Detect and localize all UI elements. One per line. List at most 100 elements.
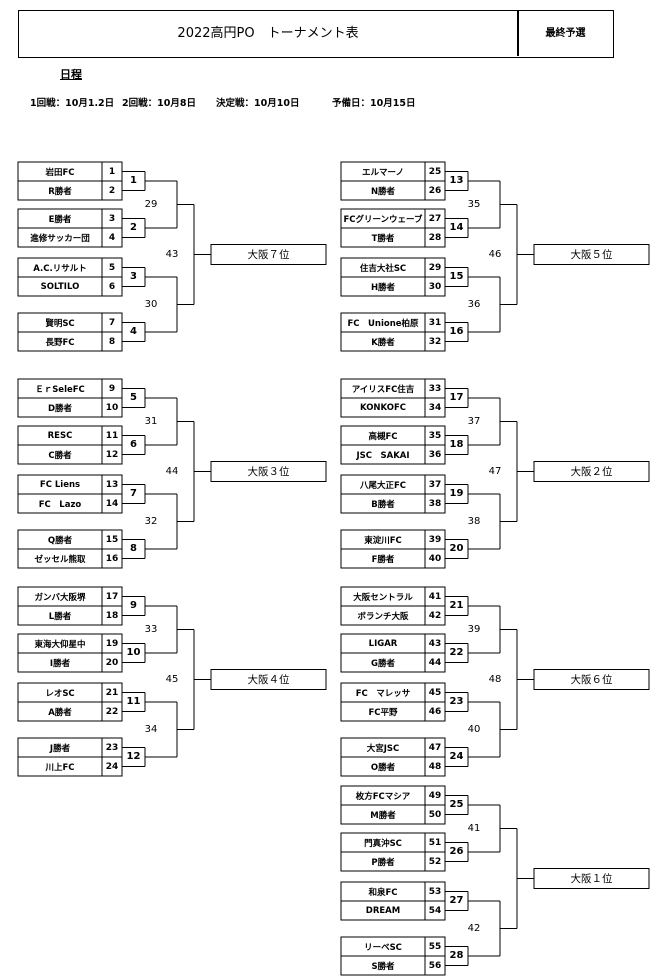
seed-number: 41: [428, 591, 442, 602]
schedule-reserve: 予備日：10月15日: [332, 98, 416, 109]
round1-match-number: 11: [124, 694, 143, 709]
team-name: RESC: [47, 430, 73, 441]
schedule-round2: 2回戦：10月8日: [122, 98, 196, 109]
team-name: FC マレッサ: [355, 688, 411, 699]
final-match-number: 47: [488, 465, 502, 477]
seed-number: 25: [428, 166, 442, 177]
round1-match-number: 17: [447, 390, 466, 405]
seed-number: 18: [105, 610, 119, 621]
seed-number: 26: [428, 185, 442, 196]
seed-number: 54: [428, 905, 442, 916]
round1-match-number: 7: [124, 486, 143, 501]
seed-number: 7: [108, 317, 116, 328]
seed-number: 17: [105, 591, 119, 602]
seed-number: 46: [428, 706, 442, 717]
seed-number: 4: [108, 232, 116, 243]
team-name: レオSC: [45, 688, 75, 699]
seed-number: 5: [108, 262, 116, 273]
team-name: O勝者: [370, 762, 396, 773]
team-name: 高槻FC: [368, 431, 398, 442]
seed-number: 43: [428, 638, 442, 649]
team-name: 岩田FC: [45, 167, 75, 178]
seed-number: 45: [428, 687, 442, 698]
team-name: FC Lazo: [38, 499, 82, 510]
qualification-label: 大阪２位: [570, 466, 613, 478]
round2-match-number: 41: [467, 822, 481, 834]
seed-number: 49: [428, 790, 442, 801]
team-name: 賢明SC: [45, 318, 75, 329]
seed-number: 23: [105, 742, 119, 753]
seed-number: 29: [428, 262, 442, 273]
seed-number: 30: [428, 281, 442, 292]
round1-match-number: 10: [124, 645, 143, 660]
team-name: M勝者: [370, 810, 396, 821]
team-name: 東淀川FC: [364, 535, 402, 546]
team-name: 長野FC: [45, 337, 75, 348]
team-name: SOLTILO: [40, 281, 80, 292]
team-name: FC Unione柏原: [347, 318, 419, 329]
round1-match-number: 14: [447, 220, 466, 235]
seed-number: 53: [428, 886, 442, 897]
round1-match-number: 3: [124, 269, 143, 284]
seed-number: 34: [428, 402, 442, 413]
team-name: G勝者: [371, 658, 395, 669]
round2-match-number: 33: [144, 623, 158, 635]
final-match-number: 46: [488, 248, 502, 260]
team-name: 川上FC: [45, 762, 75, 773]
round2-match-number: 42: [467, 922, 481, 934]
seed-number: 10: [105, 402, 119, 413]
team-name: ガンバ大阪堺: [34, 592, 86, 603]
team-name: L勝者: [48, 611, 72, 622]
round2-match-number: 40: [467, 723, 481, 735]
seed-number: 14: [105, 498, 119, 509]
team-name: K勝者: [371, 337, 395, 348]
final-match-number: 45: [165, 673, 179, 685]
team-name: 枚方FCマシア: [355, 791, 411, 802]
seed-number: 35: [428, 430, 442, 441]
seed-number: 56: [428, 960, 442, 971]
seed-number: 42: [428, 610, 442, 621]
round2-match-number: 37: [467, 415, 481, 427]
qualification-label: 大阪５位: [570, 249, 613, 261]
team-name: FC Liens: [39, 479, 81, 490]
team-name: E勝者: [48, 214, 72, 225]
round1-match-number: 4: [124, 324, 143, 339]
team-name: 門真沖SC: [364, 838, 402, 849]
team-name: DREAM: [365, 905, 401, 916]
qualification-label: 大阪３位: [247, 466, 290, 478]
round1-match-number: 18: [447, 437, 466, 452]
header-divider: [517, 11, 519, 56]
seed-number: 22: [105, 706, 119, 717]
round1-match-number: 15: [447, 269, 466, 284]
team-name: KONKOFC: [359, 402, 407, 413]
seed-number: 40: [428, 553, 442, 564]
team-name: B勝者: [371, 499, 395, 510]
seed-number: 28: [428, 232, 442, 243]
round1-match-number: 22: [447, 645, 466, 660]
stage-label: 最終予選: [545, 28, 586, 39]
qualification-box: [533, 669, 650, 690]
qualification-box: [210, 461, 327, 482]
round1-match-number: 20: [447, 541, 466, 556]
round1-match-number: 9: [124, 598, 143, 613]
team-name: D勝者: [47, 403, 73, 414]
round2-match-number: 30: [144, 298, 158, 310]
qualification-box: [210, 244, 327, 265]
team-name: LIGAR: [368, 638, 398, 649]
round2-match-number: 34: [144, 723, 158, 735]
seed-number: 37: [428, 479, 442, 490]
team-name: 大阪セントラル: [353, 592, 413, 603]
schedule-round1: 1回戦：10月1.2日: [30, 98, 115, 109]
seed-number: 16: [105, 553, 119, 564]
round1-match-number: 6: [124, 437, 143, 452]
round1-match-number: 19: [447, 486, 466, 501]
round1-match-number: 13: [447, 173, 466, 188]
team-name: Q勝者: [47, 535, 73, 546]
round2-match-number: 39: [467, 623, 481, 635]
team-name: P勝者: [371, 857, 395, 868]
team-name: A.C.リサルト: [33, 263, 87, 274]
qualification-label: 大阪６位: [570, 674, 613, 686]
schedule-title: 日程: [60, 68, 82, 81]
seed-number: 55: [428, 941, 442, 952]
team-name: N勝者: [370, 186, 396, 197]
